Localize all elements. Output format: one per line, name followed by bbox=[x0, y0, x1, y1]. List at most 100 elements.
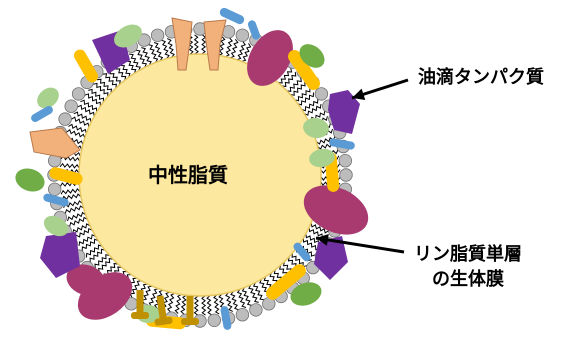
phospholipid-tail bbox=[301, 99, 319, 112]
phospholipid-tail bbox=[71, 116, 90, 128]
phospholipid-tail bbox=[59, 162, 80, 169]
phospholipid-tail bbox=[193, 295, 199, 316]
phospholipid-tail bbox=[302, 238, 320, 251]
protein-label-arrow-head bbox=[352, 88, 366, 100]
gold-protein-2 bbox=[181, 296, 199, 325]
phospholipid-tail bbox=[96, 78, 113, 94]
membrane-label-arrow bbox=[315, 234, 405, 254]
yellow-protein-top-right bbox=[288, 49, 320, 91]
phospholipid-tail bbox=[88, 88, 105, 103]
phospholipid-tail bbox=[291, 253, 308, 268]
phospholipid-tail bbox=[92, 82, 109, 97]
phospholipid-tail bbox=[67, 211, 86, 222]
gold-protein-2-stem bbox=[186, 296, 194, 322]
phospholipid-tail bbox=[73, 111, 92, 123]
phospholipid-tail bbox=[148, 44, 159, 63]
phospholipid-tail bbox=[230, 39, 239, 59]
lightgreen-protein-right-mid bbox=[309, 148, 335, 168]
protein-label-arrow bbox=[351, 78, 409, 100]
phospholipid-tail bbox=[66, 129, 86, 139]
phospholipid-head bbox=[338, 153, 353, 168]
phospholipid-tail bbox=[304, 104, 322, 116]
phospholipid-tail bbox=[201, 34, 207, 55]
blue-protein-left bbox=[31, 106, 53, 122]
phospholipid-tail bbox=[180, 294, 187, 315]
gold-protein-3-foot bbox=[154, 316, 173, 326]
phospholipid-tail bbox=[78, 234, 96, 246]
phospholipid-tail bbox=[89, 248, 106, 263]
phospholipid-tail bbox=[294, 87, 311, 102]
green-protein-top-right bbox=[299, 44, 325, 68]
phospholipid-head bbox=[314, 87, 329, 101]
phospholipid-tail bbox=[68, 123, 87, 134]
phospholipid-tail bbox=[201, 295, 207, 316]
phospholipid-tail bbox=[69, 216, 88, 227]
green-protein-bottom-right bbox=[290, 282, 322, 306]
lightgreen-protein-left-upper bbox=[37, 87, 59, 109]
phospholipid-head bbox=[235, 28, 250, 43]
membrane-label-arrow-shaft bbox=[315, 236, 405, 254]
orange-protein-left bbox=[29, 127, 81, 159]
phospholipid-tail bbox=[102, 73, 118, 89]
phospholipid-head bbox=[339, 168, 353, 182]
phospholipid-tail bbox=[241, 43, 252, 62]
orange-protein-top-right bbox=[203, 19, 227, 71]
core-label: 中性脂質 bbox=[148, 163, 228, 187]
membrane-label-arrow-head bbox=[316, 234, 329, 246]
lightgreen-protein-left-lower bbox=[43, 215, 69, 237]
phospholipid-head bbox=[150, 28, 165, 43]
phospholipid-head bbox=[249, 303, 263, 317]
blue-protein-bottom bbox=[220, 306, 232, 330]
gold-protein-1-stem bbox=[136, 290, 144, 316]
phospholipid-tail bbox=[161, 39, 170, 59]
phospholipid-tail bbox=[141, 47, 152, 66]
phospholipid-head bbox=[71, 87, 86, 101]
blue-protein-left-2 bbox=[43, 193, 69, 207]
orange-protein-top-left bbox=[171, 17, 193, 71]
yellow-protein-left bbox=[49, 167, 83, 185]
phospholipid-tail bbox=[225, 292, 234, 312]
blue-protein-top-2 bbox=[247, 20, 261, 40]
membrane-label: リン脂質単層 の生体膜 bbox=[414, 242, 522, 292]
phospholipid-tail bbox=[230, 291, 239, 311]
phospholipid-tail bbox=[236, 289, 247, 308]
phospholipid-tail bbox=[153, 42, 164, 61]
gold-protein-2-foot bbox=[181, 318, 199, 325]
purple-protein-right-upper bbox=[328, 90, 360, 134]
phospholipid-tail bbox=[72, 223, 91, 234]
phospholipid-tail bbox=[148, 288, 159, 307]
phospholipid-tail bbox=[74, 227, 93, 240]
gold-protein-3 bbox=[154, 295, 173, 326]
phospholipid-tail bbox=[166, 38, 175, 58]
gold-protein-1 bbox=[131, 290, 149, 319]
phospholipid-head bbox=[48, 182, 62, 197]
phospholipid-tail bbox=[129, 280, 142, 298]
membrane-label-line2: の生体膜 bbox=[432, 269, 504, 290]
phospholipid-tail bbox=[225, 37, 234, 58]
phospholipid-tail bbox=[206, 295, 212, 316]
phospholipid-head bbox=[235, 308, 250, 322]
magenta-protein-top bbox=[247, 30, 293, 86]
phospholipid-tail bbox=[60, 188, 81, 195]
phospholipid-tail bbox=[193, 34, 199, 55]
blue-protein-bottom-right bbox=[293, 242, 311, 262]
phospholipid-tail bbox=[166, 292, 175, 313]
phospholipid-tail bbox=[98, 257, 114, 273]
phospholipid-tail bbox=[84, 93, 101, 107]
phospholipid-tail bbox=[174, 294, 182, 314]
protein-label: 油滴タンパク質 bbox=[418, 67, 544, 88]
purple-protein-right-lower bbox=[314, 236, 348, 280]
phospholipid-tail bbox=[286, 77, 302, 93]
phospholipid-tail bbox=[241, 287, 252, 306]
phospholipid-tail bbox=[61, 193, 82, 201]
droplet-proteins bbox=[15, 7, 369, 330]
magenta-protein-right bbox=[303, 185, 369, 235]
phospholipid-head bbox=[64, 99, 78, 113]
lightgreen-protein-top bbox=[114, 24, 142, 48]
phospholipid-tail bbox=[290, 81, 306, 96]
blue-protein-right bbox=[329, 138, 355, 150]
purple-protein-left-lower bbox=[40, 232, 80, 278]
phospholipid-tail bbox=[248, 284, 259, 303]
